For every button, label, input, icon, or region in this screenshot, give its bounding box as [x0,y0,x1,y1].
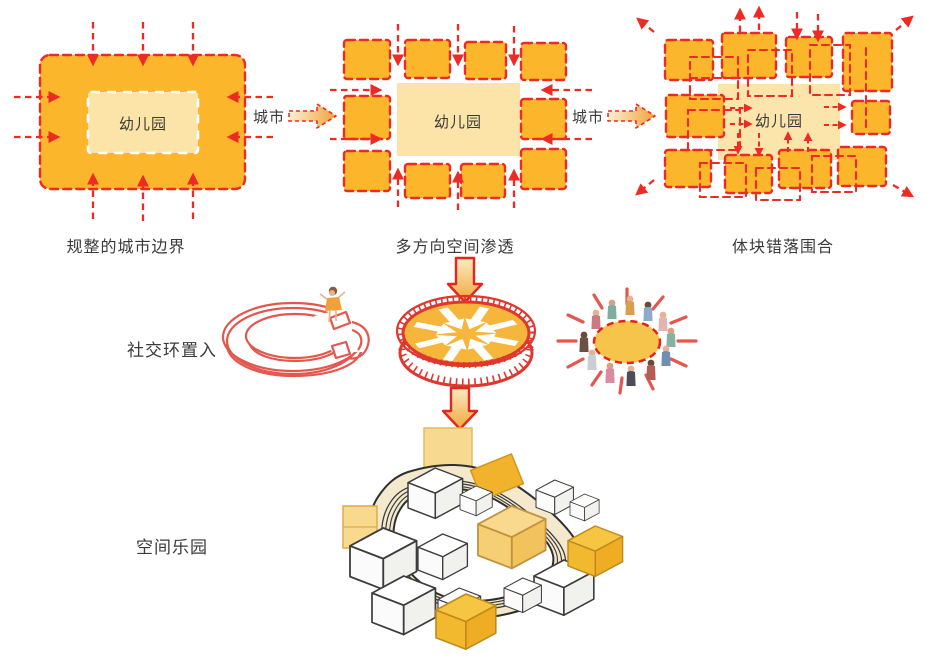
city-label: 城市 [253,108,285,126]
penetration-arrows-icon [330,24,592,210]
outward-arrows-icon [635,5,915,198]
social-ring-sketch [221,286,398,378]
children-front-row [579,331,671,386]
gathering-circle [592,319,662,365]
step1-caption: 规整的城市边界 [66,237,185,256]
kindergarten-area [397,83,520,156]
kindergarten-label: 幼儿园 [755,112,803,130]
yellow-blocks [435,505,624,651]
child-figure [319,286,346,323]
city-flow-arrow-icon [288,103,337,129]
step3-caption: 体块错落围合 [732,237,834,256]
playground-axonometric [342,427,624,651]
city-blocks [342,38,568,200]
step3-diagram: 幼儿园 体块错落围合 [635,5,915,256]
step1-diagram: 幼儿园 规整的城市边界 [14,22,273,256]
city-flow-arrow-icon [607,103,656,129]
sun-rays-icon [556,287,698,395]
ring-end-tabs [328,310,370,360]
inward-arrows-icon [14,22,273,221]
kindergarten-label: 幼儿园 [119,115,167,133]
city-label: 城市 [572,108,604,126]
children-circle-illustration [556,287,698,395]
step2-diagram: 幼儿园 多方向空间渗透 [330,24,592,256]
playground-row-label: 空间乐园 [136,538,208,558]
social-ring-row-label: 社交环置入 [127,341,217,361]
staggered-dashed-outlines [686,43,868,202]
down-arrow-icon [446,256,484,304]
city-flow-1: 城市 [253,103,337,129]
kindergarten-label: 幼儿园 [434,113,482,131]
down-arrow-icon [441,386,479,431]
step2-caption: 多方向空间渗透 [395,237,514,256]
children-back-row [591,295,676,347]
inner-penetration-arrows-icon [730,102,847,157]
converging-arrows-icon [413,306,519,362]
platform-disc-sketch [395,294,537,388]
city-flow-2: 城市 [572,103,656,129]
kindergarten-area [86,90,200,155]
